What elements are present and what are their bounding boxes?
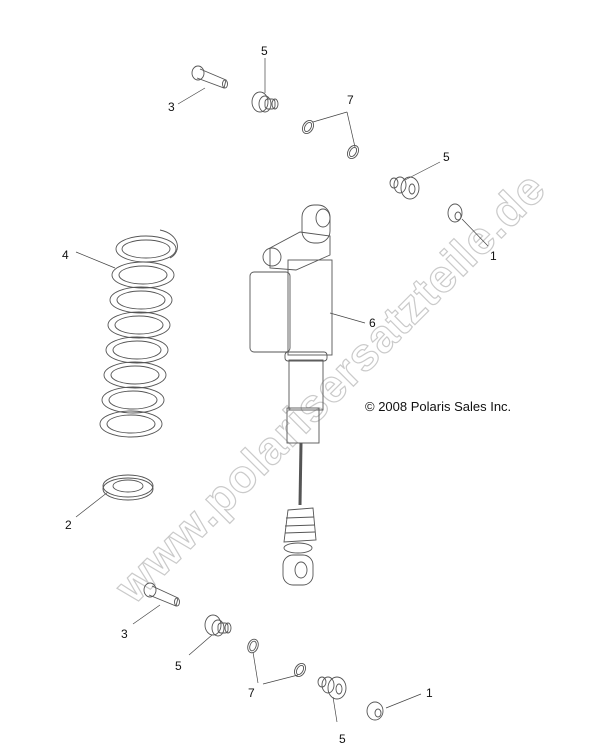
callout-7-top: 7 [347, 93, 354, 107]
callout-5-right: 5 [443, 150, 450, 164]
callout-1-bottom: 1 [426, 686, 433, 700]
bolt-top [191, 65, 228, 89]
leader-lines [75, 58, 489, 723]
callout-2: 2 [65, 518, 72, 532]
o-ring-bottom-b-inner [295, 664, 305, 676]
shock-absorber [249, 204, 333, 586]
copyright-notice: © 2008 Polaris Sales Inc. [365, 399, 512, 414]
callout-4: 4 [62, 248, 69, 262]
bushing-right [389, 176, 420, 200]
o-ring-top-a-inner [303, 121, 313, 133]
callout-7-bottom: 7 [248, 686, 255, 700]
o-ring-top-b [346, 144, 360, 160]
o-ring-bottom-b [293, 662, 307, 678]
spring-seat [102, 474, 154, 501]
callout-5-bottom-left: 5 [175, 659, 182, 673]
callout-1-top: 1 [490, 249, 497, 263]
coil-spring [99, 229, 178, 438]
bushing-bottom-right [317, 676, 347, 700]
o-ring-bottom-a [247, 638, 259, 654]
callout-6: 6 [369, 316, 376, 330]
bushing-bottom-left [204, 614, 232, 637]
o-ring-top-b-inner [348, 146, 358, 158]
callout-5-top: 5 [261, 44, 268, 58]
nut-top [447, 203, 463, 223]
callout-5-bottom-right: 5 [339, 732, 346, 746]
bolt-bottom [143, 582, 180, 607]
nut-bottom [366, 701, 384, 721]
bushing-top [251, 91, 279, 113]
o-ring-bottom-a-inner [249, 640, 257, 652]
o-ring-top-a [301, 119, 315, 135]
callout-3-bottom: 3 [121, 627, 128, 641]
callout-3-top: 3 [168, 100, 175, 114]
